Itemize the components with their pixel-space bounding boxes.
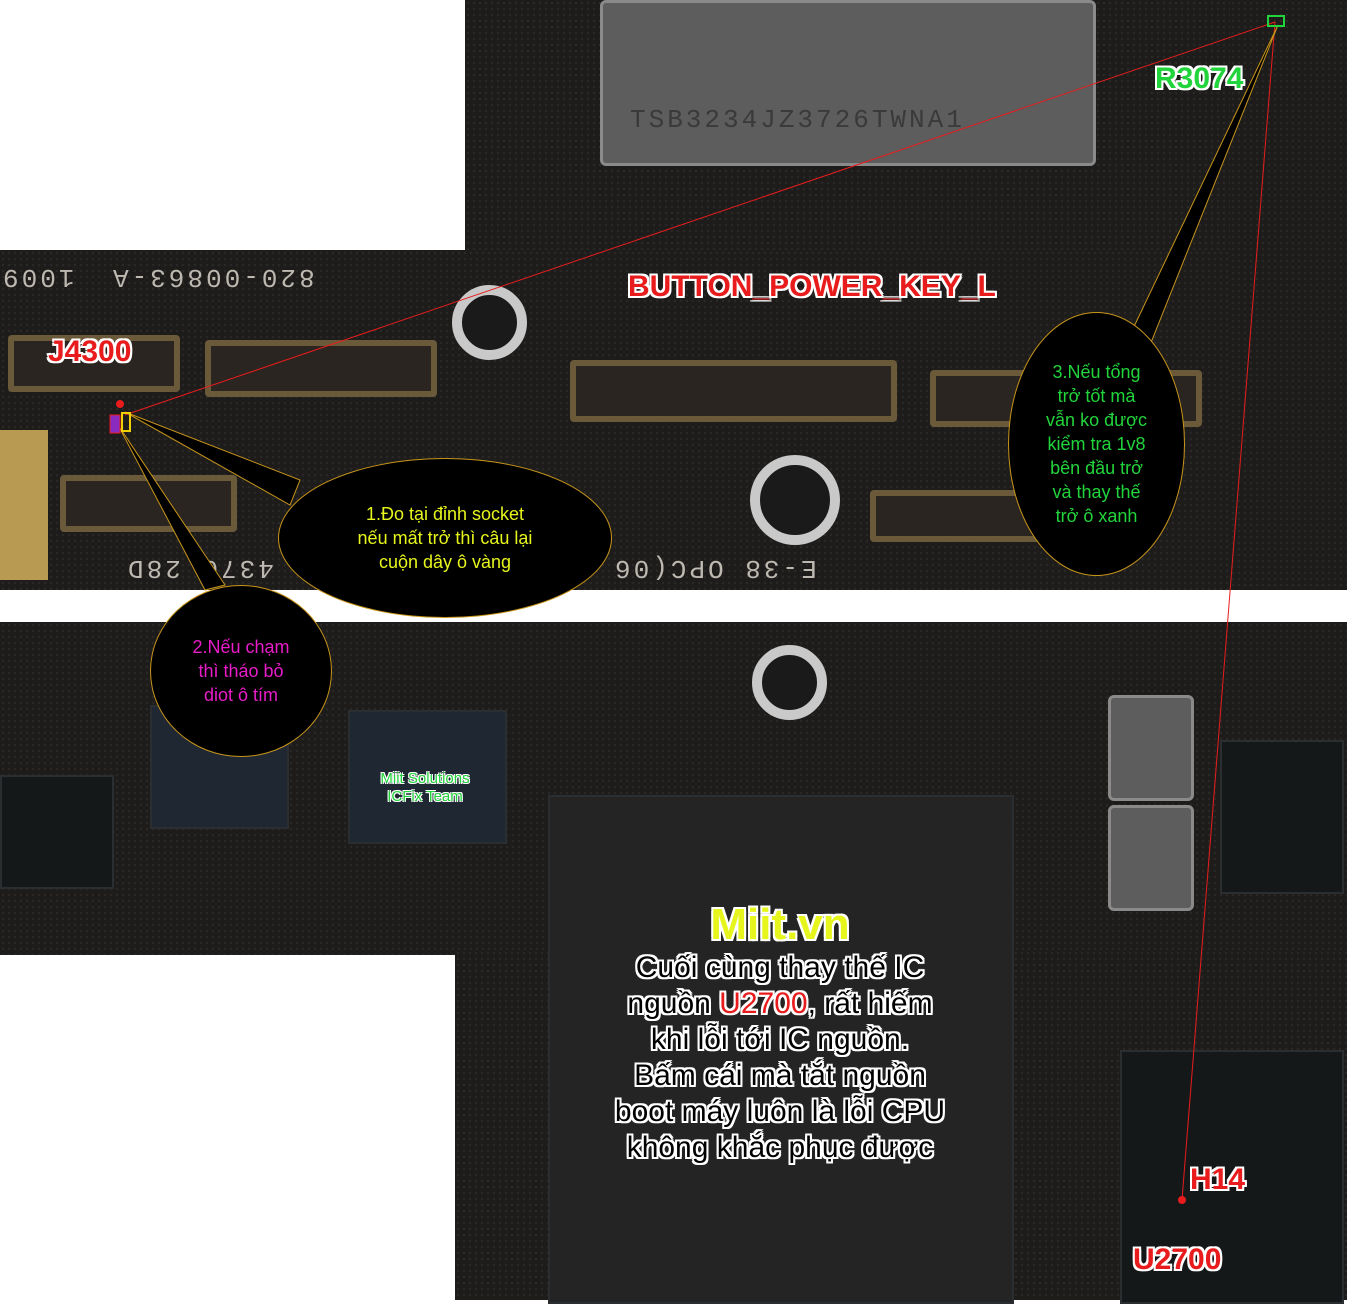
connector-2 (205, 340, 437, 397)
center-desc: Cuối cùng thay thế IC nguồn U2700, rất h… (590, 950, 970, 1166)
callout-step2: 2.Nếu chạm thì tháo bỏ diot ô tím (150, 585, 332, 757)
green-resistor-marker (1267, 15, 1285, 27)
center-annotation: Miit.vn Cuối cùng thay thế IC nguồn U270… (590, 900, 970, 1166)
callout-step2-text: 2.Nếu chạm thì tháo bỏ diot ô tím (192, 637, 290, 705)
desc-line2-post: , rất hiếm (807, 987, 933, 1020)
callout-step3-text: 3.Nếu tổng trở tốt mà vẫn ko được kiểm t… (1046, 362, 1147, 526)
inductor-1 (1108, 695, 1194, 801)
connector-5 (870, 490, 1042, 542)
desc-line1: Cuối cùng thay thế IC (635, 951, 925, 984)
screw-hole-3 (752, 645, 827, 720)
desc-u2700: U2700 (719, 987, 808, 1020)
yellow-coil-marker (121, 412, 131, 432)
label-h14: H14 (1190, 1163, 1246, 1196)
watermark: Miit Solutions ICFix Team (380, 770, 470, 805)
pcb-right-strip (1230, 0, 1347, 590)
desc-line2-pre: nguồn (627, 987, 720, 1020)
label-r3074: R3074 (1155, 62, 1244, 95)
connector-j4300 (8, 335, 180, 392)
u2700-pmic-chip (1120, 1050, 1344, 1304)
j4300-test-point (116, 400, 124, 408)
label-u2700: U2700 (1133, 1243, 1222, 1276)
chip-mid (348, 710, 507, 844)
label-button-power-key: BUTTON_POWER_KEY_L (628, 270, 996, 303)
screw-hole-2 (750, 455, 840, 545)
callout-step3: 3.Nếu tổng trở tốt mà vẫn ko được kiểm t… (1008, 312, 1185, 576)
pointer-bubble1 (124, 411, 301, 506)
cpu-chip (548, 795, 1014, 1304)
gold-pad (0, 430, 48, 580)
inductor-2 (1108, 805, 1194, 911)
chip-far-left (0, 775, 114, 889)
brand-logo: Miit.vn (710, 900, 850, 949)
purple-diode-marker (109, 414, 121, 434)
callout-step1: 1.Đo tại đỉnh socket nếu mất trở thì câu… (278, 458, 612, 618)
silk-nand-marking: TSB3234JZ3726TWNA1 (630, 105, 965, 135)
label-j4300: J4300 (48, 335, 132, 368)
line-r3074-to-h14 (1181, 21, 1276, 1201)
desc-rest: khi lỗi tới IC nguồn. Bấm cái mà tắt ngu… (614, 1023, 946, 1164)
connector-3 (570, 360, 897, 422)
callout-step1-text: 1.Đo tại đỉnh socket nếu mất trở thì câu… (357, 504, 533, 572)
h14-test-point (1178, 1196, 1186, 1204)
nand-shield (600, 0, 1096, 166)
chip-right-top (1220, 740, 1344, 894)
line-j4300-to-r3074 (124, 21, 1276, 416)
